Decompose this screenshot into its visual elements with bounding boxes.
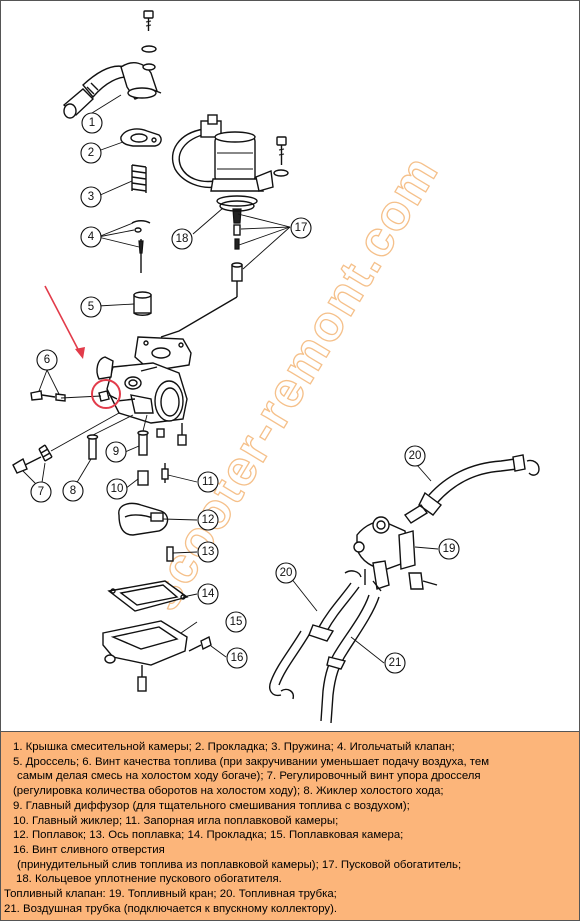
legend-line: (принудительный слив топлива из поплавко… [17, 858, 462, 871]
throttle-valve-part [133, 291, 152, 316]
svg-text:16: 16 [231, 652, 244, 664]
small-fittings [156, 423, 187, 446]
mixing-chamber-cap-part [62, 62, 162, 119]
callout-8: 8 [62, 480, 84, 502]
fuel-tube-left [269, 582, 360, 700]
legend-line: самым делая смесь на холостом ходу богач… [17, 770, 481, 783]
svg-text:12: 12 [202, 514, 215, 526]
carburetor-body [96, 336, 192, 424]
svg-text:21: 21 [389, 657, 402, 669]
spring-part [131, 164, 147, 193]
callout-16: 16 [226, 647, 248, 669]
top-screw [141, 10, 157, 53]
svg-text:5: 5 [88, 301, 94, 313]
legend-line: 21. Воздушная трубка (подключается к впу… [4, 902, 338, 915]
legend-line: 16. Винт сливного отверстия [13, 843, 165, 856]
svg-text:17: 17 [295, 222, 308, 234]
gasket-part [120, 128, 162, 147]
main-jet-part [137, 470, 149, 486]
callout-18: 18 [171, 228, 193, 250]
callout-6: 6 [36, 349, 58, 371]
svg-text:1: 1 [89, 117, 95, 129]
red-pointer-arrow [44, 285, 121, 409]
svg-text:19: 19 [443, 543, 456, 555]
float-gasket-part [107, 580, 189, 612]
callout-12: 12 [197, 509, 219, 531]
svg-text:10: 10 [111, 483, 124, 495]
legend-line: (регулировка количества оборотов на холо… [13, 785, 444, 798]
svg-text:7: 7 [38, 486, 44, 498]
callout-7: 7 [30, 481, 52, 503]
legend-line: 9. Главный диффузор (для тщательного сме… [13, 799, 410, 812]
svg-text:8: 8 [70, 485, 76, 497]
callout-20-top: 20 [404, 445, 426, 467]
legend-line: 18. Кольцевое уплотнение пускового обога… [16, 873, 282, 886]
svg-text:6: 6 [44, 354, 50, 366]
svg-text:4: 4 [88, 231, 95, 243]
svg-text:14: 14 [202, 588, 215, 600]
float-chamber-part [102, 620, 188, 692]
callout-2: 2 [80, 142, 102, 164]
legend-line: 12. Поплавок; 13. Ось поплавка; 14. Прок… [13, 829, 404, 842]
float-part [118, 502, 169, 536]
svg-text:20: 20 [280, 567, 293, 579]
callout-20-left: 20 [275, 562, 297, 584]
mixture-screw-part [30, 390, 118, 402]
callout-9: 9 [105, 441, 127, 463]
svg-text:9: 9 [113, 446, 119, 458]
svg-text:11: 11 [202, 476, 214, 488]
legend-line: 1. Крышка смесительной камеры; 2. Прокла… [13, 741, 455, 753]
callout-3: 3 [80, 186, 102, 208]
svg-text:13: 13 [202, 546, 215, 558]
legend-line: 5. Дроссель; 6. Винт качества топлива (п… [13, 755, 490, 768]
callout-10: 10 [106, 478, 128, 500]
legend-line: 10. Главный жиклер; 11. Запорная игла по… [13, 814, 339, 827]
callout-5: 5 [80, 296, 102, 318]
callout-4: 4 [80, 226, 102, 248]
float-needle-part [161, 463, 169, 483]
o-ring-part [219, 200, 255, 212]
callout-14: 14 [197, 583, 219, 605]
idle-jet-part [86, 434, 99, 460]
air-tube [320, 594, 380, 724]
needle-valve-part [131, 220, 151, 273]
svg-text:15: 15 [230, 616, 243, 628]
auto-choke-part [160, 114, 289, 338]
svg-text:2: 2 [88, 147, 94, 159]
callout-21: 21 [384, 652, 406, 674]
legend-line: Топливный клапан: 19. Топливный кран; 20… [4, 888, 337, 901]
callout-1: 1 [81, 112, 103, 134]
callout-19: 19 [438, 538, 460, 560]
drain-screw-part [188, 635, 212, 652]
svg-text:18: 18 [176, 233, 189, 245]
callout-17: 17 [290, 217, 312, 239]
idle-stop-screw-part [12, 444, 53, 474]
callout-15: 15 [225, 611, 247, 633]
carburetor-exploded-drawing: scooter-remont.com [12, 10, 540, 724]
svg-text:20: 20 [409, 450, 422, 462]
callout-11: 11 [197, 471, 219, 493]
svg-text:3: 3 [88, 191, 94, 203]
callout-13: 13 [197, 541, 219, 563]
float-pin-part [166, 546, 174, 562]
fuel-valve-assembly [344, 454, 540, 592]
main-diffuser-part [137, 430, 149, 456]
parts-legend: 1. Крышка смесительной камеры; 2. Прокла… [1, 731, 579, 920]
